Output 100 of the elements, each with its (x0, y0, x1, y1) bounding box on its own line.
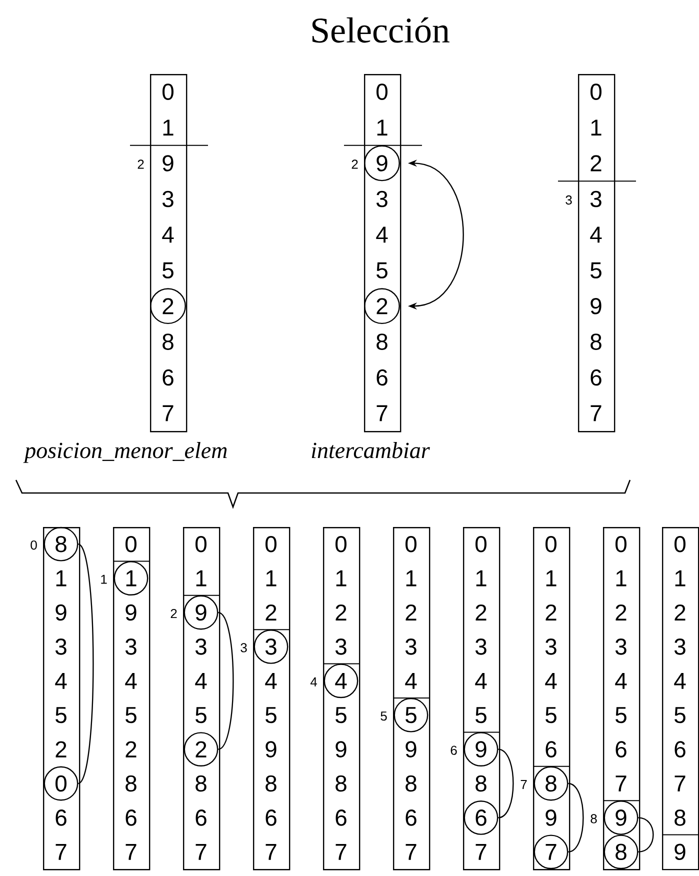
node-label: 4 (615, 672, 627, 689)
swap-arc (218, 612, 234, 750)
node-label: 3 (162, 190, 174, 208)
node-label: 9 (266, 741, 276, 758)
node-label: 4 (405, 672, 417, 689)
node-label: 2 (590, 155, 602, 172)
node-label: 8 (336, 775, 346, 792)
node-label: 2 (266, 604, 276, 621)
node-label: 0 (125, 536, 137, 552)
node-label: 1 (56, 570, 66, 586)
circled-digit: 5 (394, 698, 428, 732)
node-label: 7 (476, 844, 486, 860)
index-label: 3 (566, 195, 572, 205)
node-label: 8 (476, 775, 486, 792)
array-column: 0 1 2 3 4 5 9 8 6 7 (578, 74, 616, 432)
index-label: 8 (590, 814, 597, 824)
circled-digit: 9 (184, 595, 218, 630)
node-label: 3 (405, 638, 416, 655)
node-label: 9 (336, 741, 346, 758)
node-label: 6 (336, 810, 346, 826)
node-label: 1 (476, 570, 486, 586)
node-label: 3 (545, 638, 556, 655)
index-label: 3 (240, 643, 247, 652)
node-label: 6 (590, 369, 602, 386)
node-label: 2 (126, 741, 136, 758)
node-label: 4 (545, 672, 557, 689)
node-label: 4 (376, 226, 388, 243)
node-label: 2 (406, 604, 416, 621)
node-label: 0 (376, 84, 388, 100)
node-label: 4 (125, 672, 137, 689)
node-label: 0 (265, 536, 277, 552)
title: Selección (312, 17, 450, 43)
node-label: 7 (406, 844, 416, 860)
node-label: 2 (546, 604, 556, 621)
node-label: 2 (56, 741, 66, 758)
node-label: 5 (546, 707, 556, 724)
node-label: 5 (196, 707, 206, 724)
circled-digit: 9 (464, 732, 498, 766)
node-label: 5 (476, 707, 486, 724)
node-label: 1 (616, 570, 626, 586)
circled-digit: 2 (184, 732, 218, 766)
node-label: 1 (591, 120, 602, 136)
node-label: 4 (590, 226, 602, 243)
circled-digit: 4 (324, 664, 358, 698)
node-label: 7 (336, 844, 346, 860)
node-label: 0 (405, 536, 417, 552)
node-label: 8 (266, 775, 276, 792)
node-label: 9 (546, 810, 556, 826)
swap-arc (638, 817, 654, 852)
node-label: 3 (590, 190, 602, 208)
node-label: 5 (162, 262, 174, 278)
circled-digit: 8 (44, 526, 78, 562)
circled-digit: 3 (254, 630, 288, 664)
node-label: 5 (56, 707, 66, 724)
swap-arc (498, 748, 514, 818)
node-label: 1 (406, 570, 416, 586)
node-label: 5 (616, 707, 626, 724)
node-label: 6 (196, 810, 206, 826)
node-label: 3 (376, 190, 388, 208)
node-label: 6 (616, 741, 626, 758)
node-label: 6 (126, 810, 136, 826)
node-label: 5 (266, 707, 276, 724)
node-label: 1 (163, 120, 174, 136)
node-label: 9 (126, 604, 136, 621)
node-label: 8 (196, 775, 206, 792)
node-label: 7 (196, 844, 206, 860)
node-label: 7 (162, 405, 174, 422)
node-label: 7 (376, 405, 388, 422)
node-label: 6 (162, 369, 174, 386)
node-label: 7 (56, 844, 66, 860)
index-label: 7 (520, 780, 527, 789)
node-label: 8 (162, 334, 174, 350)
swap-arc (78, 544, 94, 784)
node-label: 1 (266, 570, 276, 586)
node-label: 3 (615, 638, 626, 655)
node-label: 1 (196, 570, 206, 586)
node-label: 5 (590, 262, 602, 278)
node-label: 3 (335, 638, 346, 655)
node-label: 5 (376, 262, 388, 278)
node-label: 4 (195, 672, 207, 689)
node-label: 7 (590, 405, 602, 422)
node-label: 7 (266, 844, 276, 860)
node-label: 2 (616, 604, 626, 621)
node-label: 6 (376, 369, 388, 386)
node-label: 4 (475, 672, 487, 689)
node-label: 3 (55, 638, 66, 655)
circled-digit: 7 (534, 834, 568, 870)
swap-arc (568, 782, 584, 852)
function-label: posicion_menor_elem (23, 442, 227, 463)
node-label: 9 (590, 298, 602, 314)
node-label: 0 (195, 536, 207, 552)
node-label: 1 (336, 570, 346, 586)
node-label: 6 (56, 810, 66, 826)
node-label: 9 (56, 604, 66, 621)
node-label: 0 (545, 536, 556, 552)
node-label: 1 (377, 120, 388, 136)
node-label: 6 (546, 741, 556, 758)
index-label: 1 (101, 574, 107, 584)
array-column: 0 1 2 3 4 5 6 7 8 9 (662, 527, 699, 870)
index-label: 5 (380, 712, 387, 721)
